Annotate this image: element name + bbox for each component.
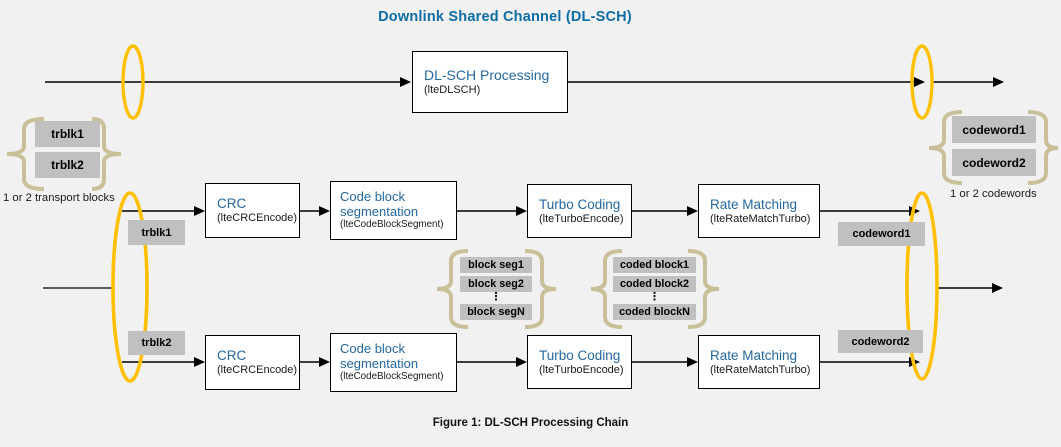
chain1-ratematch-block: Rate Matching (lteRateMatchTurbo) <box>698 184 820 238</box>
chain1-codeblockseg-block: Code block segmentation (lteCodeBlockSeg… <box>330 181 457 240</box>
codeword-stack-brace-right <box>1027 110 1059 185</box>
chain2-codeblockseg-function: (lteCodeBlockSegment) <box>340 371 444 383</box>
segment-stack-brace-left <box>436 249 469 329</box>
codeword-stack-codeword1: codeword1 <box>952 116 1036 143</box>
chain1-turbo-title: Turbo Coding <box>539 196 621 212</box>
chain2-turbo-title: Turbo Coding <box>539 347 621 363</box>
coded-stack-brace-left <box>590 249 623 329</box>
chain1-ratematch-title: Rate Matching <box>710 196 798 212</box>
chain2-ratematch-function: (lteRateMatchTurbo) <box>710 363 811 376</box>
coded-stack-item-n: coded blockN <box>613 304 696 320</box>
transport-stack-brace-left <box>6 117 45 191</box>
dlsch-processing-title: DL-SCH Processing <box>424 66 550 83</box>
highlight-ellipse-overview-output <box>910 44 934 120</box>
chain1-crc-block: CRC (lteCRCEncode) <box>205 183 300 238</box>
chain2-crc-block: CRC (lteCRCEncode) <box>205 335 300 390</box>
chain2-codeblockseg-block: Code block segmentation (lteCodeBlockSeg… <box>330 333 457 392</box>
chain2-output-label: codeword2 <box>838 330 923 353</box>
codeword-stack-label: 1 or 2 codewords <box>950 188 1037 200</box>
segment-stack-brace-right <box>524 249 557 329</box>
chain1-crc-title: CRC <box>217 196 247 212</box>
coded-stack-brace-right <box>687 249 720 329</box>
transport-stack-label: 1 or 2 transport blocks <box>3 192 115 204</box>
chain2-crc-title: CRC <box>217 348 247 364</box>
coded-stack-item-2: coded block2 <box>613 276 696 292</box>
segment-stack-item-1: block seg1 <box>460 257 532 273</box>
chain2-crc-function: (lteCRCEncode) <box>217 364 298 377</box>
chain1-crc-function: (lteCRCEncode) <box>217 212 298 225</box>
chain1-input-label: trblk1 <box>128 220 185 245</box>
transport-stack-brace-right <box>91 117 122 191</box>
chain1-turbo-function: (lteTurboEncode) <box>539 212 624 225</box>
highlight-ellipse-overview-input <box>121 44 145 120</box>
transport-stack-trblk1: trblk1 <box>35 121 100 147</box>
chain2-ratematch-block: Rate Matching (lteRateMatchTurbo) <box>698 335 820 389</box>
chain1-codeblockseg-function: (lteCodeBlockSegment) <box>340 219 444 231</box>
chain2-codeblockseg-title: Code block segmentation <box>340 340 419 371</box>
chain1-ratematch-function: (lteRateMatchTurbo) <box>710 212 811 225</box>
chain2-ratematch-title: Rate Matching <box>710 347 798 363</box>
chain1-turbo-block: Turbo Coding (lteTurboEncode) <box>527 184 632 238</box>
segment-stack-item-n: block segN <box>460 304 532 320</box>
figure-title: Downlink Shared Channel (DL-SCH) <box>378 9 632 25</box>
highlight-ellipse-merge <box>905 191 939 381</box>
codeword-stack-brace-left <box>928 110 963 185</box>
chain2-input-label: trblk2 <box>128 331 185 355</box>
segment-stack-ellipsis: ⋮ <box>490 291 502 303</box>
figure-caption: Figure 1: DL-SCH Processing Chain <box>432 417 629 429</box>
codeword-stack-codeword2: codeword2 <box>952 149 1036 176</box>
chain1-codeblockseg-title: Code block segmentation <box>340 188 419 219</box>
dlsch-processing-block: DL-SCH Processing (lteDLSCH) <box>412 51 568 113</box>
coded-stack-ellipsis: ⋮ <box>649 291 660 303</box>
chain1-output-label: codeword1 <box>838 222 925 246</box>
chain2-turbo-block: Turbo Coding (lteTurboEncode) <box>527 335 632 389</box>
coded-stack-item-1: coded block1 <box>613 257 696 273</box>
transport-stack-trblk2: trblk2 <box>35 152 100 178</box>
chain2-turbo-function: (lteTurboEncode) <box>539 363 624 376</box>
segment-stack-item-2: block seg2 <box>460 276 532 292</box>
highlight-ellipse-split <box>111 191 149 383</box>
dlsch-processing-function: (lteDLSCH) <box>424 84 481 97</box>
